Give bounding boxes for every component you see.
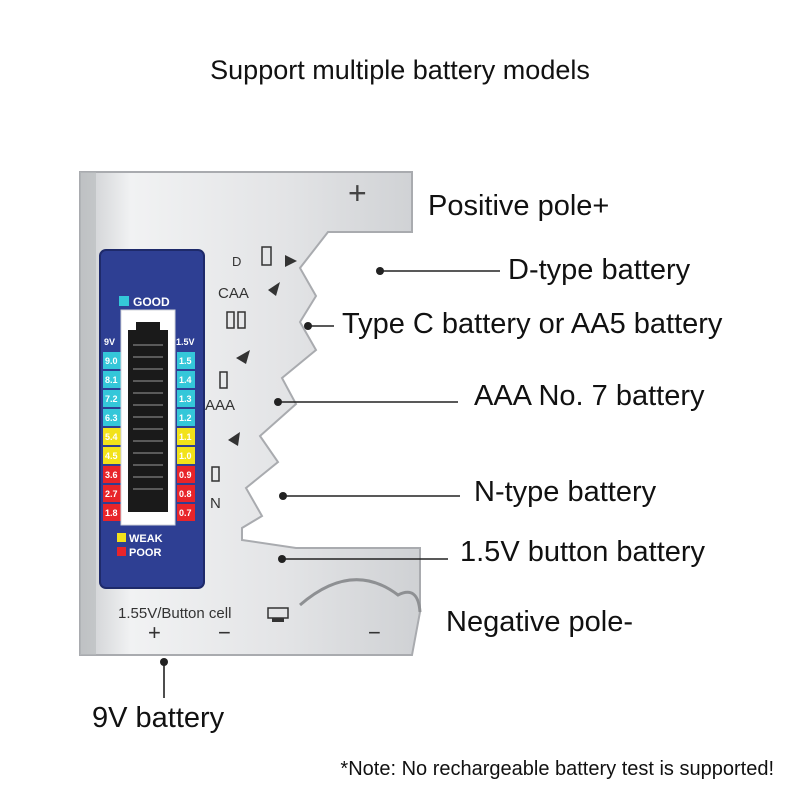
right-scale-cell <box>177 466 195 483</box>
leader-dot <box>376 267 384 275</box>
right-scale-cell <box>177 409 195 426</box>
gauge-segments <box>133 344 163 490</box>
callout-positive-pole: Positive pole+ <box>428 190 610 222</box>
right-scale-cell <box>177 485 195 502</box>
slot-label-caa: CAA <box>218 285 249 302</box>
left-scale-cell <box>103 409 121 426</box>
callout-button: 1.5V button battery <box>460 536 706 568</box>
left-scale-value: 4.5 <box>105 451 118 461</box>
callout-9v: 9V battery <box>92 702 225 734</box>
callout-n-type: N-type battery <box>474 476 657 508</box>
slot-label-d: D <box>232 254 241 269</box>
left-scale-cell <box>103 428 121 445</box>
callout-aaa: AAA No. 7 battery <box>474 380 705 412</box>
leader-dot <box>278 555 286 563</box>
button-cell-icon-base <box>272 618 284 622</box>
right-scale-value: 1.3 <box>179 394 192 404</box>
weak-label: WEAK <box>129 533 163 545</box>
left-scale-value: 6.3 <box>105 413 118 423</box>
right-scale-cell <box>177 352 195 369</box>
tester-edge <box>80 172 96 655</box>
leader-dot <box>304 322 312 330</box>
right-scale-value: 1.4 <box>179 375 192 385</box>
leader-dot <box>160 658 168 666</box>
left-scale-cell <box>103 466 121 483</box>
left-scale-cell <box>103 504 121 521</box>
good-indicator-swatch <box>119 296 129 306</box>
arrow-icon <box>228 432 240 446</box>
aa-battery-icon <box>237 311 246 329</box>
right-scale-value: 0.8 <box>179 489 192 499</box>
arrow-icon <box>285 255 297 267</box>
aaa-battery-icon <box>219 371 228 389</box>
left-scale-value: 5.4 <box>105 432 118 442</box>
right-scale-value: 1.0 <box>179 451 192 461</box>
poor-indicator-swatch <box>117 547 126 556</box>
slot-label-n: N <box>210 495 221 512</box>
left-scale: 9.0 8.1 7.2 6.3 5.4 4.5 3.6 2.7 1.8 <box>103 352 121 521</box>
good-label: GOOD <box>133 295 170 309</box>
callout-negative-pole: Negative pole- <box>446 606 633 638</box>
scale-header-9v: 9V <box>104 337 115 347</box>
gauge-bar-top <box>136 322 160 330</box>
negative-mark: − <box>368 620 381 645</box>
left-scale-value: 3.6 <box>105 470 118 480</box>
right-scale-value: 1.1 <box>179 432 192 442</box>
left-scale-value: 7.2 <box>105 394 118 404</box>
poor-label: POOR <box>129 547 161 559</box>
left-scale-cell <box>103 371 121 388</box>
left-scale-cell <box>103 390 121 407</box>
arrow-icon <box>236 350 250 364</box>
leader-dot <box>279 492 287 500</box>
right-scale-value: 1.5 <box>179 356 192 366</box>
left-scale-cell <box>103 352 121 369</box>
left-scale-cell <box>103 485 121 502</box>
right-scale-cell <box>177 371 195 388</box>
button-positive-mark: + <box>148 620 161 645</box>
slot-label-aaa: AAA <box>205 397 235 414</box>
scale-header-1-5v: 1.5V <box>176 337 195 347</box>
callout-d-type: D-type battery <box>508 254 691 286</box>
page-title: Support multiple battery models <box>210 55 590 85</box>
left-scale-cell <box>103 447 121 464</box>
right-scale-value: 0.9 <box>179 470 192 480</box>
right-scale-cell <box>177 504 195 521</box>
n-battery-icon <box>211 466 220 482</box>
footnote: *Note: No rechargeable battery test is s… <box>340 758 774 780</box>
positive-mark: + <box>348 175 367 211</box>
right-scale-cell <box>177 447 195 464</box>
left-scale-value: 1.8 <box>105 508 118 518</box>
weak-indicator-swatch <box>117 533 126 542</box>
arrow-icon <box>268 282 280 296</box>
left-scale-value: 8.1 <box>105 375 118 385</box>
bottom-cell-label: 1.55V/Button cell <box>118 605 231 622</box>
leader-dot <box>274 398 282 406</box>
gauge-bar <box>128 330 168 512</box>
c-battery-icon <box>226 311 235 329</box>
right-scale-cell <box>177 390 195 407</box>
callout-type-c: Type C battery or AA5 battery <box>342 308 723 340</box>
right-scale: 1.5 1.4 1.3 1.2 1.1 1.0 0.9 0.8 0.7 <box>177 352 195 521</box>
right-scale-value: 0.7 <box>179 508 192 518</box>
d-battery-icon <box>261 246 272 266</box>
left-scale-value: 2.7 <box>105 489 118 499</box>
negative-contact-spring <box>299 578 422 613</box>
right-scale-value: 1.2 <box>179 413 192 423</box>
right-scale-cell <box>177 428 195 445</box>
left-scale-value: 9.0 <box>105 356 118 366</box>
button-negative-mark: − <box>218 620 231 645</box>
